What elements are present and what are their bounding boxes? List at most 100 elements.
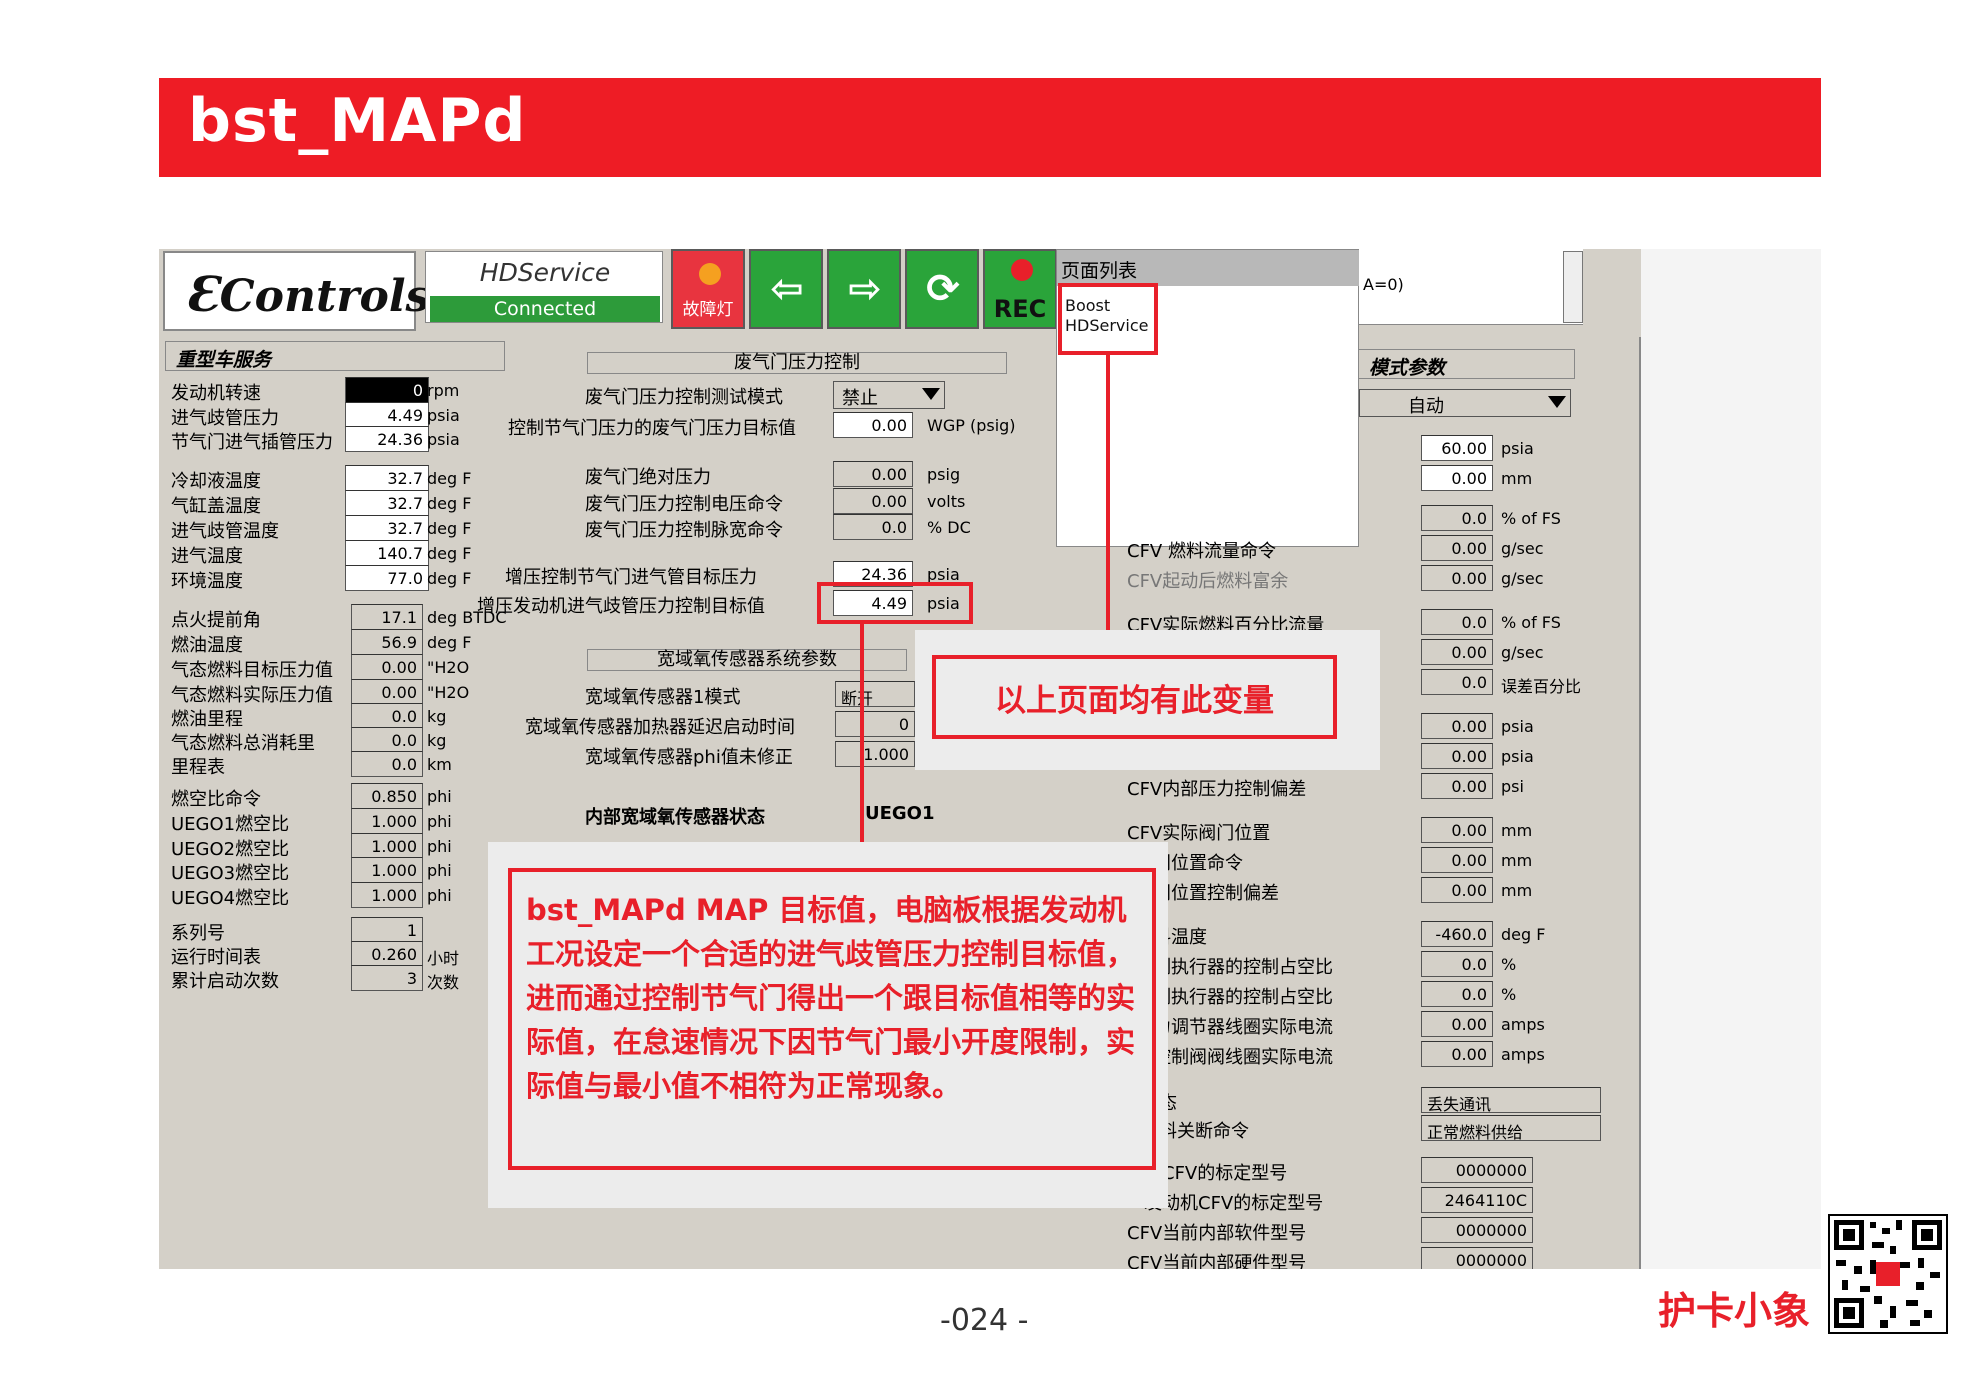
- qr-code: [1828, 1214, 1948, 1334]
- right-id-value[interactable]: 0000000: [1421, 1157, 1533, 1183]
- left-row-value[interactable]: 1.000: [351, 857, 423, 883]
- left-row-value[interactable]: 0.00: [351, 654, 423, 680]
- connection-status: Connected: [430, 296, 660, 322]
- wastegate-row-value[interactable]: 4.49: [833, 590, 913, 616]
- right-id-value[interactable]: 0000000: [1421, 1247, 1533, 1269]
- uego-row-value[interactable]: 1.000: [835, 741, 915, 767]
- left-row-label: 进气温度: [171, 546, 243, 567]
- left-row-label: 里程表: [171, 757, 225, 778]
- right-row-value[interactable]: 0.0: [1421, 981, 1493, 1007]
- left-row-value[interactable]: 1.000: [351, 808, 423, 834]
- refresh-button[interactable]: ⟳: [905, 249, 979, 329]
- left-arrow-icon: ⇦: [770, 266, 804, 312]
- right-id-value[interactable]: 2464110C: [1421, 1187, 1533, 1213]
- left-row-unit: deg F: [427, 633, 472, 652]
- right-row-value[interactable]: 60.00: [1421, 435, 1493, 461]
- left-row-value[interactable]: 0.0: [351, 751, 423, 777]
- right-row-unit: % of FS: [1501, 613, 1561, 632]
- left-row-value[interactable]: 32.7: [345, 515, 429, 541]
- scrollbar[interactable]: [1563, 251, 1583, 323]
- fault-led-icon: [699, 263, 721, 285]
- left-row-value[interactable]: 0.260: [351, 941, 423, 967]
- wastegate-row-unit: psig: [927, 465, 961, 484]
- left-row-value[interactable]: 1.000: [351, 882, 423, 908]
- page-list-item[interactable]: HDService: [1065, 316, 1149, 335]
- left-row-value[interactable]: 32.7: [345, 465, 429, 491]
- left-row-value[interactable]: 1: [351, 917, 423, 943]
- wastegate-row-value[interactable]: 0.0: [833, 514, 913, 540]
- right-row-unit: mm: [1501, 821, 1533, 840]
- right-row-value[interactable]: -460.0: [1421, 921, 1493, 947]
- left-row-value[interactable]: 32.7: [345, 490, 429, 516]
- right-row-value[interactable]: 0.00: [1421, 743, 1493, 769]
- right-row-value[interactable]: 0.00: [1421, 565, 1493, 591]
- uego-row-value[interactable]: 断开: [835, 681, 915, 708]
- wastegate-row-unit: WGP (psig): [927, 416, 1016, 435]
- right-row-value[interactable]: 0.00: [1421, 773, 1493, 799]
- left-row-value[interactable]: 0.850: [351, 783, 423, 809]
- right-row-value[interactable]: 0.00: [1421, 1041, 1493, 1067]
- right-id-value[interactable]: 0000000: [1421, 1217, 1533, 1243]
- right-mode-dropdown[interactable]: 自动: [1359, 389, 1571, 417]
- uego-row-label: 宽域氧传感器1模式: [585, 687, 741, 708]
- fault-light-button[interactable]: 故障灯: [671, 249, 745, 329]
- left-row-label: 环境温度: [171, 571, 243, 592]
- right-row-unit: psia: [1501, 439, 1534, 458]
- left-row-value[interactable]: 0.0: [351, 727, 423, 753]
- right-id-label: CFV当前内部软件型号: [1127, 1223, 1307, 1244]
- left-row-value[interactable]: 3: [351, 965, 423, 991]
- right-row-value[interactable]: 0.00: [1421, 847, 1493, 873]
- right-row-value[interactable]: 0.00: [1421, 877, 1493, 903]
- left-row-value[interactable]: 0.0: [351, 703, 423, 729]
- page-list-highlight: [1058, 283, 1158, 355]
- page-list-item[interactable]: Boost: [1065, 296, 1111, 315]
- left-row-unit: phi: [427, 861, 452, 880]
- forward-button[interactable]: ⇨: [827, 249, 901, 329]
- right-row-unit: % of FS: [1501, 509, 1561, 528]
- right-row-value[interactable]: 0.0: [1421, 951, 1493, 977]
- back-button[interactable]: ⇦: [749, 249, 823, 329]
- right-row-value[interactable]: 0.0: [1421, 669, 1493, 695]
- record-button[interactable]: REC: [983, 249, 1057, 329]
- record-dot-icon: [1011, 259, 1033, 281]
- page-list-panel: 页面列表 Boost HDService: [1056, 249, 1360, 547]
- left-row-value[interactable]: 24.36: [345, 426, 429, 452]
- right-row-value[interactable]: 0.00: [1421, 1011, 1493, 1037]
- right-row-value[interactable]: 0.0: [1421, 609, 1493, 635]
- left-row-value[interactable]: 0: [345, 377, 429, 403]
- right-row-value[interactable]: 0.00: [1421, 535, 1493, 561]
- left-row-value[interactable]: 4.49: [345, 402, 429, 428]
- right-panel-title: 模式参数: [1359, 349, 1575, 379]
- left-row-value[interactable]: 17.1: [351, 604, 423, 630]
- uego-row-value[interactable]: 0: [835, 711, 915, 737]
- right-row-unit: mm: [1501, 469, 1533, 488]
- left-row-value[interactable]: 0.00: [351, 679, 423, 705]
- right-row-value[interactable]: 0.00: [1421, 817, 1493, 843]
- right-row-value[interactable]: 0.00: [1421, 713, 1493, 739]
- left-row-unit: psia: [427, 430, 460, 449]
- right-row-value[interactable]: 0.0: [1421, 505, 1493, 531]
- left-row-label: 燃空比命令: [171, 789, 261, 810]
- wastegate-test-mode-label: 废气门压力控制测试模式: [585, 387, 783, 408]
- left-row-unit: kg: [427, 707, 447, 726]
- left-row-value[interactable]: 140.7: [345, 540, 429, 566]
- left-row-label: 气态燃料实际压力值: [171, 685, 333, 706]
- left-row-unit: phi: [427, 787, 452, 806]
- right-row-value[interactable]: 0.00: [1421, 639, 1493, 665]
- right-status-value[interactable]: 丢失通讯: [1421, 1087, 1601, 1114]
- right-row-value[interactable]: 0.00: [1421, 465, 1493, 491]
- wastegate-row-value[interactable]: 0.00: [833, 412, 913, 438]
- left-row-label: 发动机转速: [171, 383, 261, 404]
- left-row-unit: "H2O: [427, 683, 470, 702]
- right-status-value[interactable]: 正常燃料供给: [1421, 1115, 1601, 1142]
- variable-note-text: 以上页面均有此变量: [995, 683, 1274, 719]
- wastegate-row-value[interactable]: 0.00: [833, 461, 913, 487]
- wastegate-row-value[interactable]: 0.00: [833, 488, 913, 514]
- wastegate-test-mode-dropdown[interactable]: 禁止: [833, 381, 945, 409]
- left-row-label: UEGO2燃空比: [171, 839, 290, 860]
- left-row-value[interactable]: 56.9: [351, 629, 423, 655]
- explanation-text: bst_MAPd MAP 目标值，电脑板根据发动机工况设定一个合适的进气歧管压力…: [526, 893, 1136, 1103]
- left-row-value[interactable]: 77.0: [345, 565, 429, 591]
- wastegate-row-unit: psia: [927, 565, 960, 584]
- left-row-value[interactable]: 1.000: [351, 833, 423, 859]
